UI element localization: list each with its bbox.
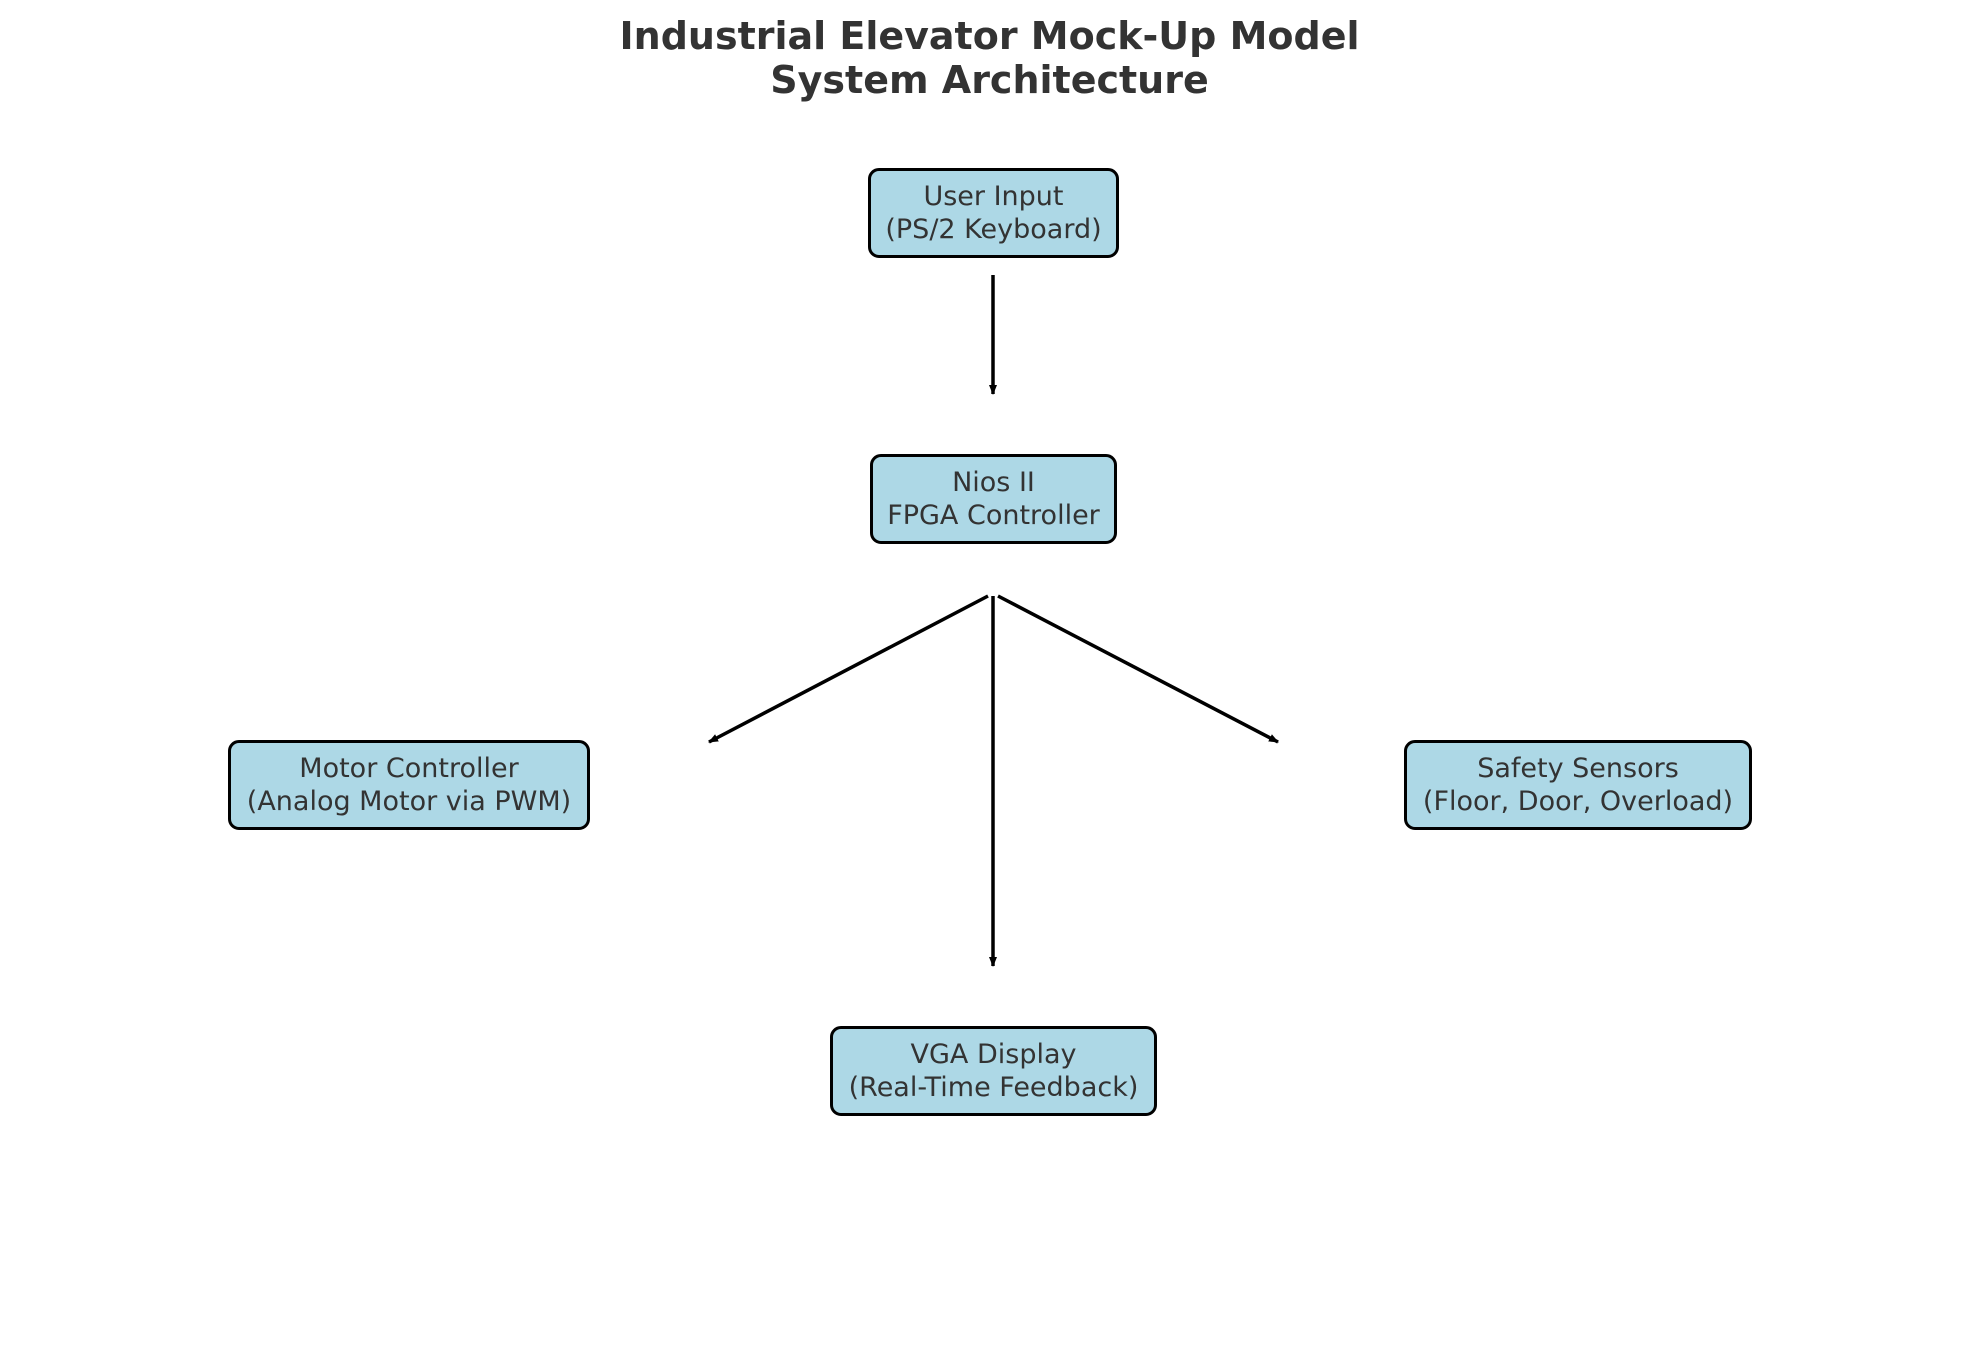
arrow-nios-to-motor	[708, 594, 989, 744]
node-user-input-title: User Input	[923, 181, 1064, 212]
diagram-title: Industrial Elevator Mock-Up Model System…	[0, 14, 1979, 102]
diagram-title-line-1: Industrial Elevator Mock-Up Model	[619, 14, 1360, 58]
diagram-title-line-2: System Architecture	[770, 58, 1209, 102]
arrow-nios-to-safety	[997, 594, 1279, 744]
node-motor-subtitle: (Analog Motor via PWM)	[246, 786, 572, 817]
node-nios-title: Nios II	[952, 467, 1035, 498]
node-vga-title: VGA Display	[910, 1039, 1077, 1070]
node-safety-sensors: Safety Sensors (Floor, Door, Overload)	[1404, 740, 1752, 830]
node-safety-title: Safety Sensors	[1477, 753, 1679, 784]
node-vga-subtitle: (Real-Time Feedback)	[848, 1072, 1139, 1103]
node-vga-display: VGA Display (Real-Time Feedback)	[830, 1026, 1157, 1116]
node-user-input: User Input (PS/2 Keyboard)	[868, 168, 1119, 258]
node-nios-subtitle: FPGA Controller	[887, 500, 1100, 531]
node-motor-title: Motor Controller	[299, 753, 519, 784]
node-nios-fpga-controller: Nios II FPGA Controller	[870, 454, 1117, 544]
node-motor-controller: Motor Controller (Analog Motor via PWM)	[228, 740, 590, 830]
node-user-input-subtitle: (PS/2 Keyboard)	[885, 214, 1102, 245]
node-safety-subtitle: (Floor, Door, Overload)	[1422, 786, 1734, 817]
